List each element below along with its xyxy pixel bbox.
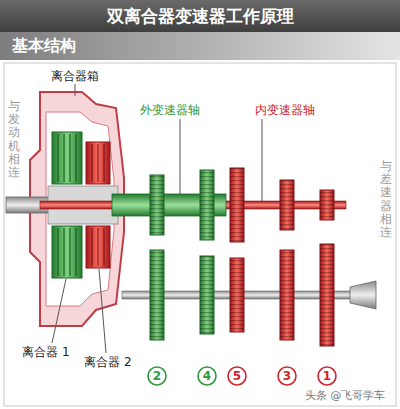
callout-number: 2 [153,369,161,383]
part-name: 离合器箱 [51,69,99,83]
diagram-title: 双离合器变速器工作原理 [107,6,294,26]
side-note: 与发动机相连 [8,100,20,179]
watermark: 头条 @飞哥学车 [305,389,386,402]
callout-number: 1 [323,369,331,383]
callout-number: 3 [283,369,291,383]
callout-number: 4 [203,369,211,383]
part-name: 内变速器轴 [255,103,315,117]
part-name: 外变速器轴 [140,103,200,117]
part-name: 离合器 1 [22,345,69,359]
side-note: 与差速器相连 [380,160,392,239]
part-name: 离合器 2 [84,355,131,369]
callout-number: 5 [233,369,241,383]
section-heading: 基本结构 [12,36,76,55]
